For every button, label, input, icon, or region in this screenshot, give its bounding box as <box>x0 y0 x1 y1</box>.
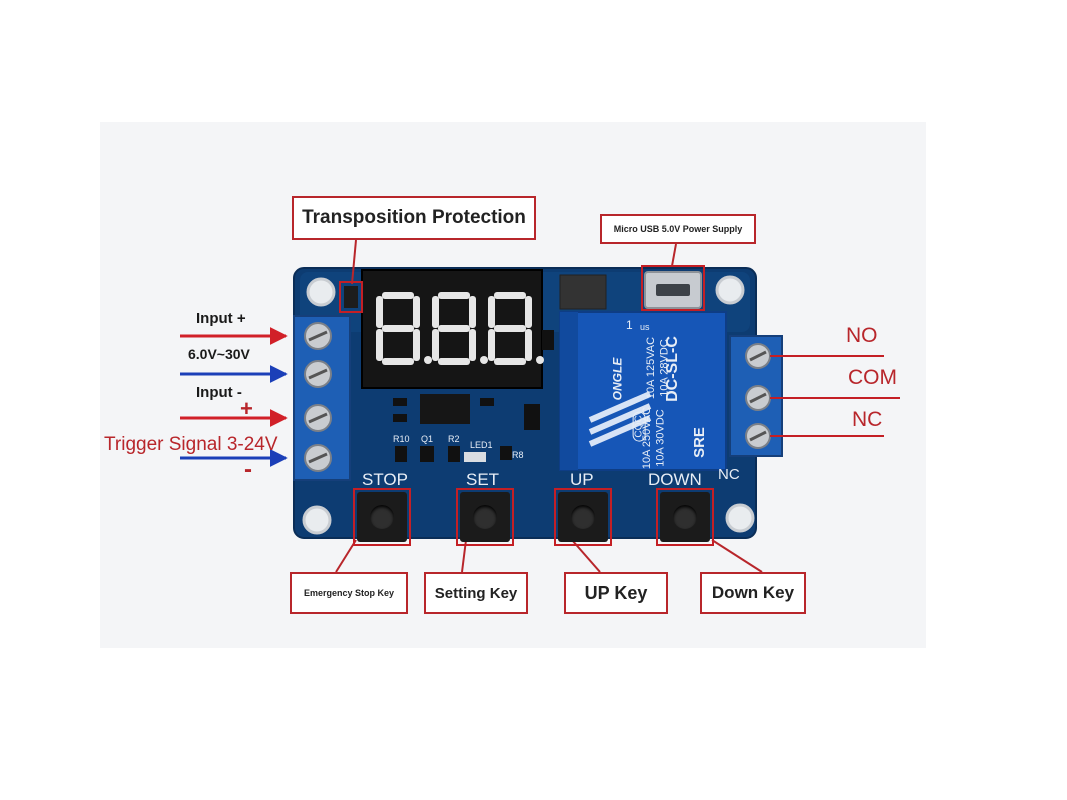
smd-part <box>393 398 407 406</box>
connector-down <box>711 539 763 573</box>
up-button[interactable] <box>558 492 608 542</box>
diode-highlight <box>339 281 363 313</box>
down-button[interactable] <box>660 492 710 542</box>
stop-button[interactable] <box>357 492 407 542</box>
usb-highlight <box>641 265 705 311</box>
down-button-highlight <box>656 488 714 546</box>
smd-part <box>420 446 434 462</box>
relay-brand: ONGLE <box>610 357 625 401</box>
label-input-minus: Input - <box>196 384 242 401</box>
mosfet <box>420 394 470 424</box>
relay-side <box>560 312 578 470</box>
callout-down-key: Down Key <box>700 572 806 614</box>
protection-diode <box>344 286 358 308</box>
silk-stop: STOP <box>362 470 408 489</box>
label-voltage-range: 6.0V~30V <box>188 346 250 362</box>
callout-transposition-protection: Transposition Protection <box>292 196 536 240</box>
silk-set: SET <box>466 470 500 489</box>
micro-usb-slot <box>656 284 690 296</box>
callout-up-key: UP Key <box>564 572 668 614</box>
silk-q1: Q1 <box>421 434 434 444</box>
mounting-hole <box>306 277 336 307</box>
smd-part <box>480 398 494 406</box>
mounting-hole <box>725 503 755 533</box>
callout-emergency-stop-key: Emergency Stop Key <box>290 572 408 614</box>
silk-r10: R10 <box>393 434 410 444</box>
set-button[interactable] <box>460 492 510 542</box>
relay-rating-dc2: 10A 30VDC <box>654 409 667 467</box>
relay-model: DC-SL-C <box>663 336 681 402</box>
label-input-plus: Input + <box>196 310 246 327</box>
smd-part <box>500 446 512 460</box>
mounting-hole <box>715 275 745 305</box>
silk-up: UP <box>570 470 594 489</box>
smd-part <box>395 446 407 462</box>
connector-transposition <box>351 239 357 285</box>
stop-button-highlight <box>353 488 411 546</box>
smd-part <box>524 404 540 430</box>
smd-part <box>542 330 554 350</box>
silk-led1: LED1 <box>470 440 493 450</box>
label-trigger-minus: - <box>244 456 252 483</box>
relay-cert: us <box>640 322 650 332</box>
digit-3 <box>488 292 544 365</box>
regulator-ic <box>559 274 607 310</box>
relay-rating-3: 10A 250VAC <box>641 406 654 470</box>
connector-usb <box>671 243 677 267</box>
callout-micro-usb: Micro USB 5.0V Power Supply <box>600 214 756 244</box>
connector-stop <box>335 539 357 573</box>
led1 <box>464 452 486 462</box>
relay-sre: SRE <box>690 427 708 458</box>
label-trigger-signal: Trigger Signal 3-24V <box>104 434 278 455</box>
relay-logo-stripes <box>588 391 652 447</box>
output-screws <box>745 343 771 449</box>
smd-part <box>448 446 460 462</box>
silk-r8: R8 <box>512 450 524 460</box>
mounting-hole <box>302 505 332 535</box>
label-com: COM <box>848 366 897 389</box>
input-screws <box>304 322 332 472</box>
relay-rating-ac: 10A 125VAC <box>645 336 658 400</box>
smd-part <box>393 414 407 422</box>
digit-2 <box>432 292 488 365</box>
callout-setting-key: Setting Key <box>424 572 528 614</box>
silk-r2: R2 <box>448 434 460 444</box>
set-button-highlight <box>456 488 514 546</box>
relay <box>559 311 727 471</box>
label-trigger-plus: + <box>240 396 253 421</box>
digit-1 <box>376 292 432 365</box>
label-nc: NC <box>852 408 883 431</box>
silk-nc: NC <box>718 466 740 483</box>
silk-down: DOWN <box>648 470 702 489</box>
label-no: NO <box>846 324 878 347</box>
mounting-holes <box>302 275 755 535</box>
up-button-highlight <box>554 488 612 546</box>
relay-number: 1 <box>626 318 633 332</box>
